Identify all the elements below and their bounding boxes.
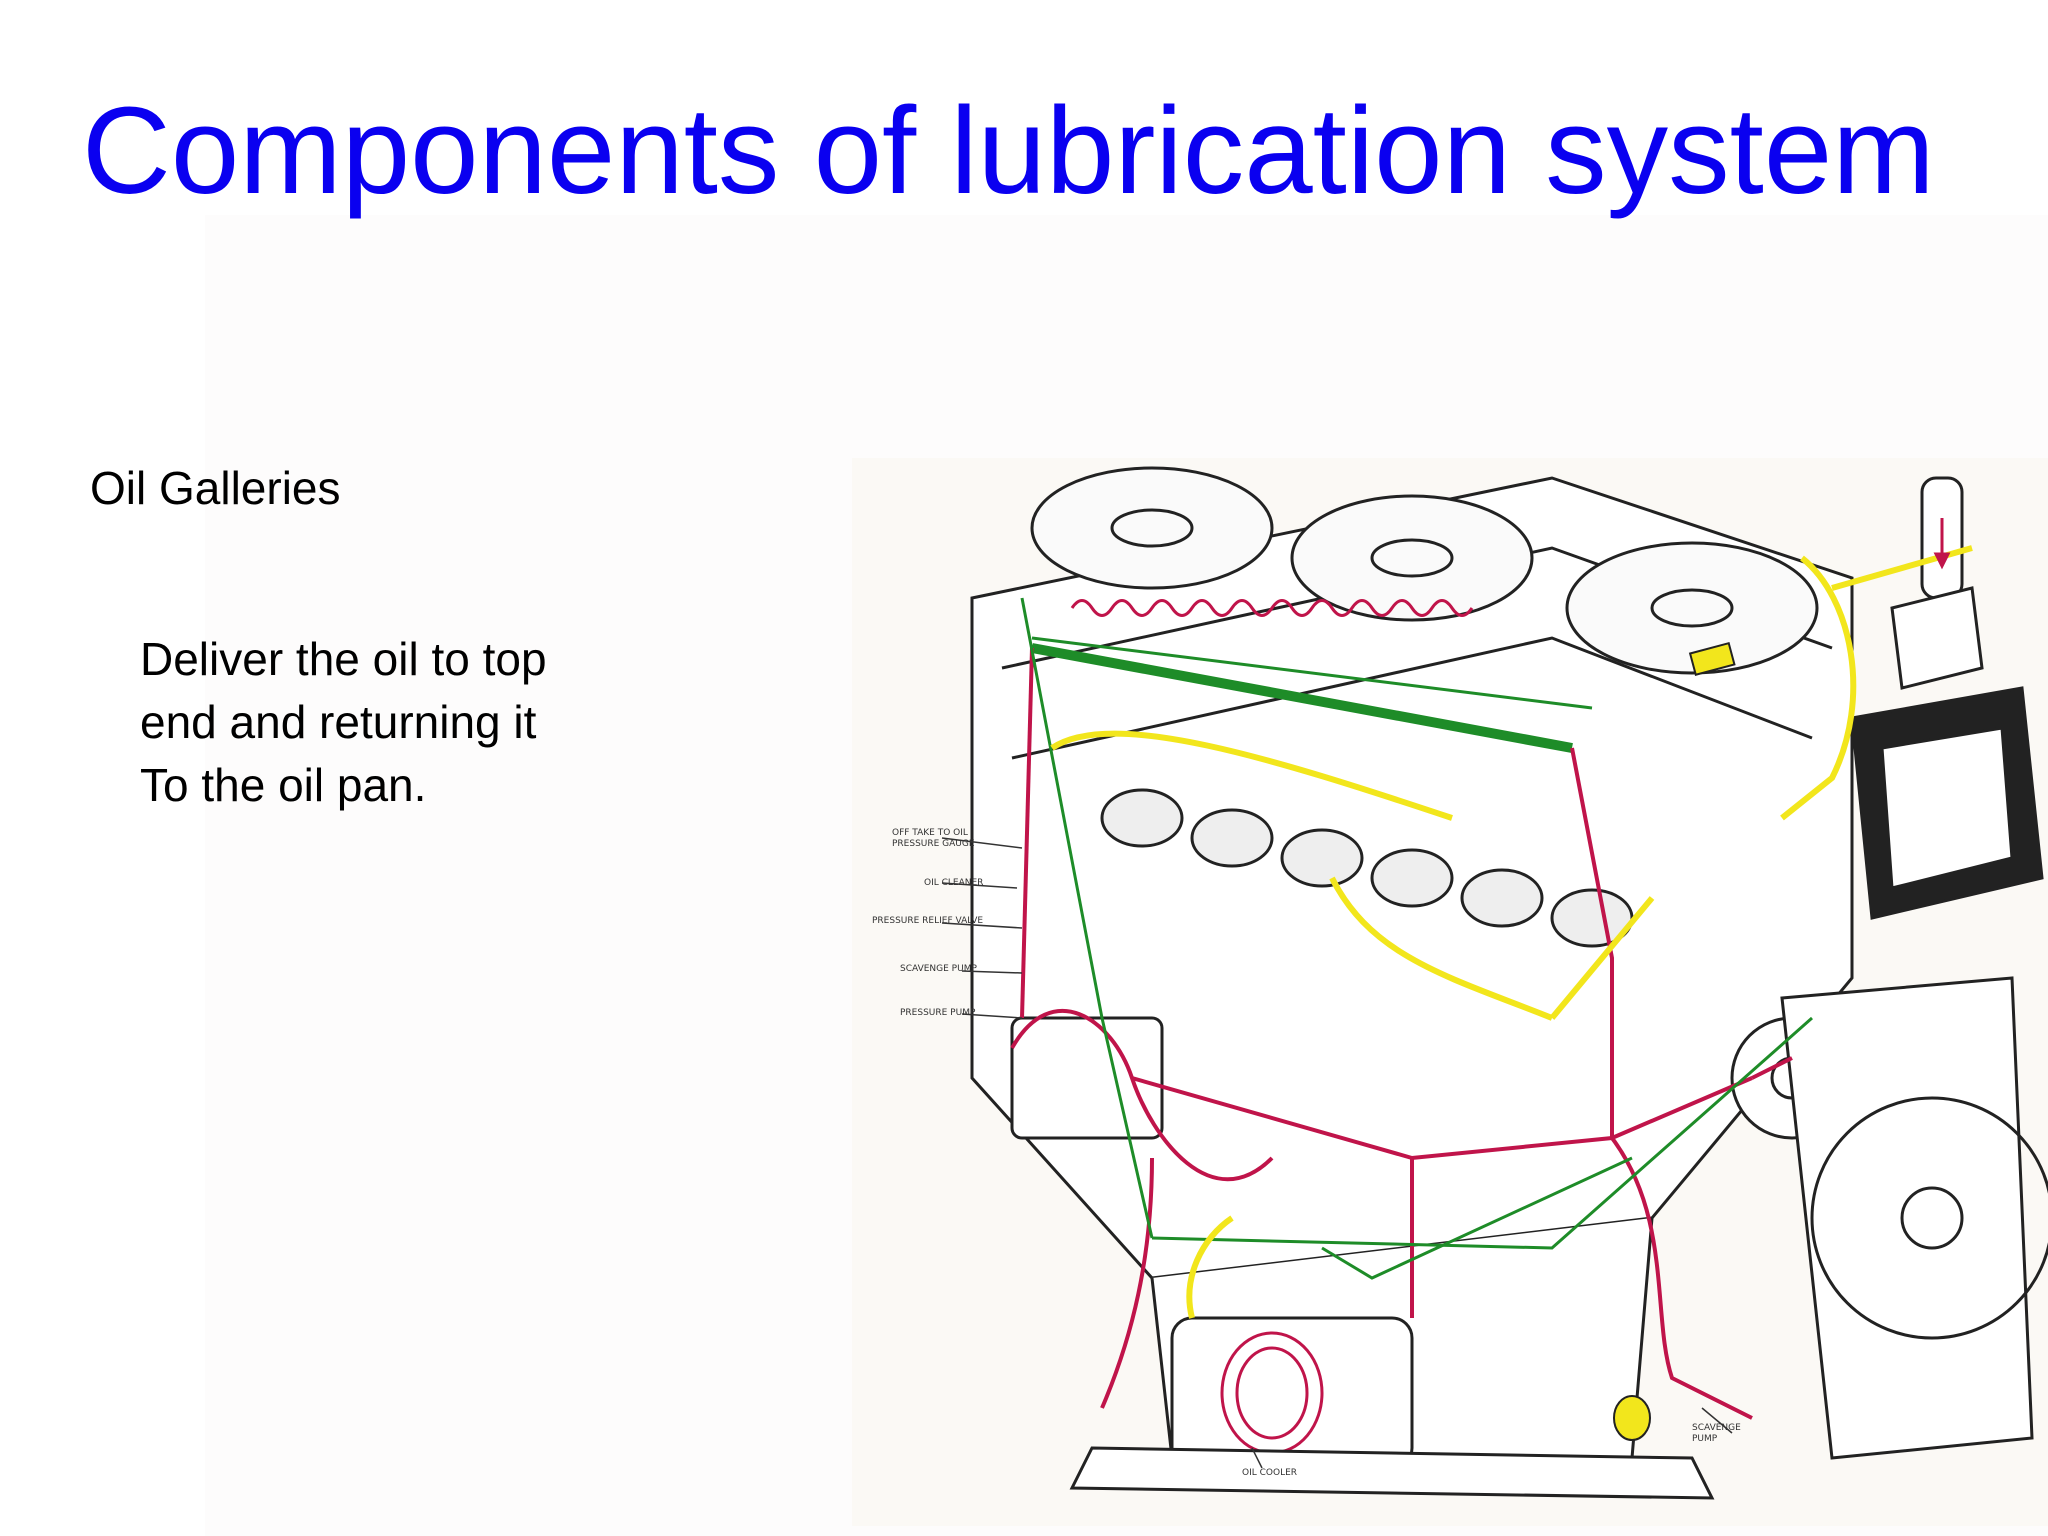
label-oil-cleaner: OIL CLEANER [924,878,984,888]
oil-filler-pipe [1890,476,1984,690]
oil-flow-highlights [1050,545,1973,1319]
flow-arrows [1933,518,1951,570]
label-scavenge-pump-right: SCAVENGE PUMP [1692,1423,1741,1444]
valve-springs [1070,599,1474,617]
return-oil-lines [1020,597,1813,1280]
timing-case [1850,686,2044,920]
slide-title: Components of lubrication system [82,83,1935,220]
section-heading: Oil Galleries [90,462,341,514]
camshaft-green [1031,643,1573,753]
label-pressure-relief: PRESSURE RELIEF VALVE [872,916,984,926]
cylinder-bores [1100,788,1634,948]
oil-fittings [1613,641,1736,1441]
oil-cooler [1069,1316,1715,1500]
engine-lubrication-diagram: OFF TAKE TO OIL PRESSURE GAUGE OIL CLEAN… [852,458,2048,1526]
engine-illustration [941,466,2048,1500]
leader-lines [941,837,1733,1469]
crankcase [1010,976,2048,1460]
label-pressure-pump: PRESSURE PUMP [900,1008,976,1018]
pressure-oil-lines [1010,647,1793,1420]
label-scavenge-pump: SCAVENGE PUMP [900,964,977,974]
label-oil-cooler: OIL COOLER [1242,1468,1298,1478]
section-description: Deliver the oil to top end and returning… [140,633,547,811]
air-filters [1030,466,1819,675]
label-off-take: OFF TAKE TO OIL PRESSURE GAUGE [892,828,975,849]
